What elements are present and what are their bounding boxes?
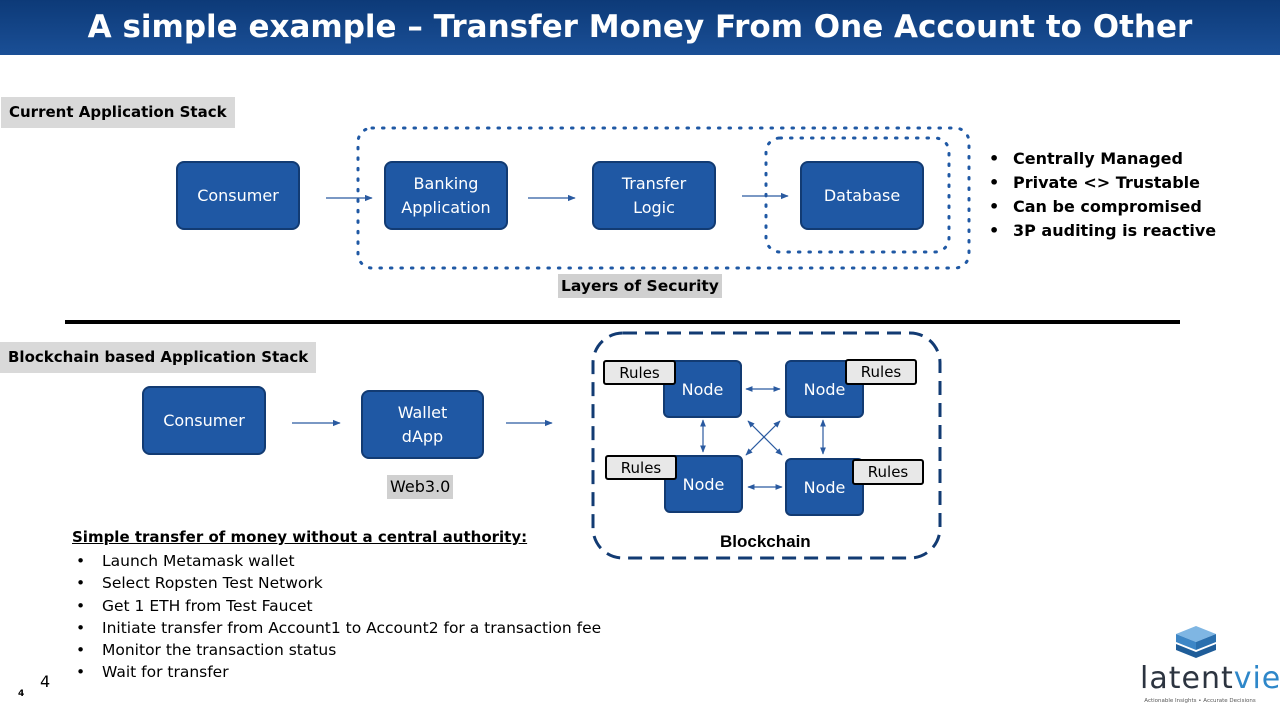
logo-text-b: view <box>1233 661 1280 696</box>
link-node1-node4 <box>747 420 783 456</box>
transfer-logic-box: Transfer Logic <box>592 161 716 230</box>
step-item: Wait for transfer <box>74 661 601 684</box>
consumer-box-blockchain: Consumer <box>142 386 266 455</box>
blockchain-stack-label: Blockchain based Application Stack <box>0 342 317 373</box>
step-item: Select Ropsten Test Network <box>74 572 601 595</box>
slide-title: A simple example – Transfer Money From O… <box>0 0 1280 55</box>
outer-security-layer <box>356 126 971 270</box>
latentview-logo-icon <box>1176 626 1216 658</box>
step-item: Get 1 ETH from Test Faucet <box>74 595 601 618</box>
database-box: Database <box>800 161 924 230</box>
web3-label: Web3.0 <box>387 475 454 499</box>
logo-text-a: latent <box>1140 661 1234 696</box>
rules-tag: Rules <box>605 455 677 480</box>
bullet-item: 3P auditing is reactive <box>985 219 1216 243</box>
node-bottom-right: Node <box>785 458 864 516</box>
bullet-item: Centrally Managed <box>985 147 1216 171</box>
node-bottom-left: Node <box>664 455 743 513</box>
layers-of-security-label: Layers of Security <box>558 274 722 298</box>
blockchain-boundary <box>591 331 942 560</box>
page-number-small: 4 <box>18 689 25 699</box>
step-item: Initiate transfer from Account1 to Accou… <box>74 617 601 640</box>
logo-tagline: Actionable Insights • Accurate Decisions <box>1144 698 1256 704</box>
inner-security-layer <box>764 136 951 254</box>
logo-wordmark: latentview <box>1140 661 1280 696</box>
consumer-box-current: Consumer <box>176 161 300 230</box>
bullet-item: Private <> Trustable <box>985 171 1216 195</box>
steps-heading: Simple transfer of money without a centr… <box>72 528 528 546</box>
page-number: 4 <box>40 672 51 691</box>
link-node2-node3 <box>745 420 781 456</box>
steps-list: Launch Metamask wallet Select Ropsten Te… <box>74 550 601 684</box>
rules-tag: Rules <box>852 459 924 485</box>
blockchain-label: Blockchain <box>720 532 811 551</box>
node-top-left: Node <box>663 360 742 418</box>
wallet-dapp-box: Wallet dApp <box>361 390 484 459</box>
current-stack-label: Current Application Stack <box>1 97 235 128</box>
latentview-logo: latentview Actionable Insights • Accurat… <box>1140 622 1280 714</box>
section-divider <box>65 320 1180 324</box>
step-item: Launch Metamask wallet <box>74 550 601 573</box>
bullet-item: Can be compromised <box>985 195 1216 219</box>
step-item: Monitor the transaction status <box>74 639 601 662</box>
banking-application-box: Banking Application <box>384 161 508 230</box>
rules-tag: Rules <box>603 360 676 385</box>
current-stack-bullets: Centrally Managed Private <> Trustable C… <box>985 147 1216 243</box>
rules-tag: Rules <box>845 359 917 385</box>
